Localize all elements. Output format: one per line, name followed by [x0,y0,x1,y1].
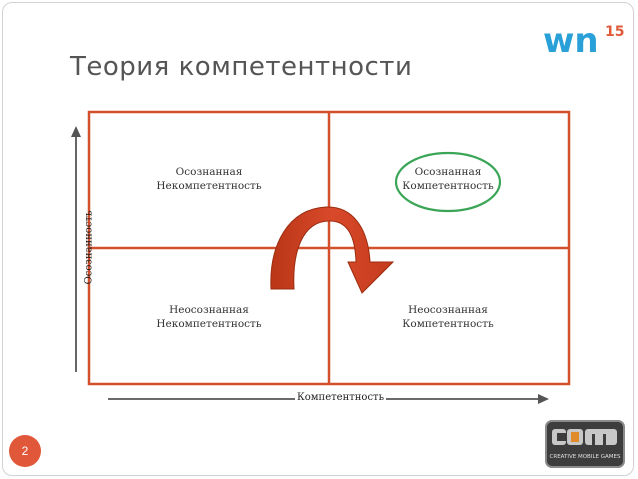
creative-mobile-games-logo: CREATIVE MOBILE GAMES [545,420,625,473]
wn-logo-sup: 15 [605,24,624,40]
cmg-logo-text: CREATIVE MOBILE GAMES [550,454,621,460]
y-axis-label: Осознанность [83,210,95,285]
transition-curved-arrow [270,206,395,294]
page-number-badge: 2 [9,435,41,467]
slide-title: Теория компетентности [70,52,413,82]
x-axis-arrowhead [538,394,549,404]
highlight-ellipse [394,151,502,213]
quadrant-bottom-right-label: Неосознанная Компетентность [383,303,513,331]
wn-logo-text: wn [543,21,599,60]
quadrant-top-left-label: Осознанная Некомпетентность [144,165,274,193]
quadrant-top-right-label: Осознанная Компетентность [383,165,513,193]
quadrant-bottom-right-line2: Компетентность [402,318,494,330]
quadrant-bottom-left-line2: Некомпетентность [156,318,262,330]
quadrant-top-left-line1: Осознанная [175,166,243,178]
quadrant-bottom-left-label: Неосознанная Некомпетентность [144,303,274,331]
x-axis-label: Компетентность [295,392,387,403]
quadrant-top-right-line1: Осознанная [414,166,482,178]
page-number: 2 [21,444,29,458]
y-axis-arrowhead [71,126,81,137]
wn15-logo: wn 15 [543,20,633,65]
quadrant-bottom-left-line1: Неосознанная [169,304,249,316]
quadrant-bottom-right-line1: Неосознанная [408,304,488,316]
quadrant-top-left-line2: Некомпетентность [156,180,262,192]
quadrant-top-right-line2: Компетентность [402,180,494,192]
